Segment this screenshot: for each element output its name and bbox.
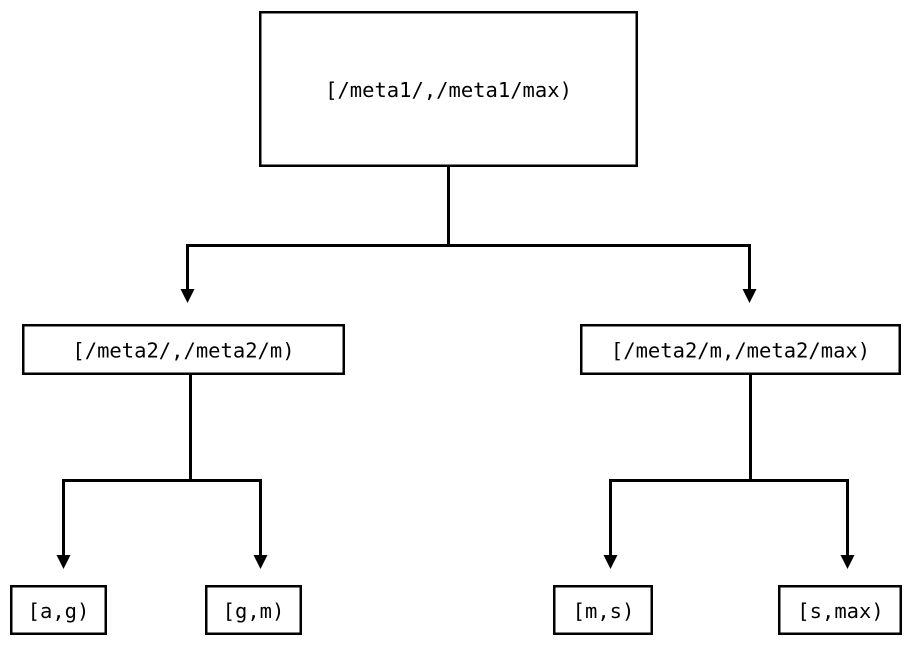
edge-line-lower-right	[190, 479, 262, 556]
edge-meta2-lower-to-leaf-g-m	[190, 479, 268, 569]
node-meta2-upper[interactable]: [/meta2/m,/meta2/max)	[579, 323, 901, 375]
node-meta2-upper-box[interactable]	[579, 323, 901, 375]
node-meta2-lower[interactable]: [/meta2/,/meta2/m)	[21, 323, 345, 375]
node-leaf-g-m-label: [g,m)	[223, 599, 285, 623]
node-leaf-g-m[interactable]: [g,m)	[205, 584, 303, 635]
node-root-label: [/meta1/,/meta1/max)	[325, 78, 572, 102]
edge-root-to-meta2-upper	[448, 244, 757, 303]
node-leaf-m-s-label: [m,s)	[573, 599, 635, 623]
node-leaf-a-g-box[interactable]	[10, 584, 108, 635]
edge-line-lower-left	[62, 375, 192, 556]
arrowhead-down-icon	[56, 555, 71, 569]
node-leaf-s-max-box[interactable]	[777, 584, 902, 635]
node-root[interactable]: [/meta1/,/meta1/max)	[258, 11, 638, 167]
node-leaf-a-g-label: [a,g)	[28, 599, 90, 623]
node-leaf-m-s-box[interactable]	[552, 584, 653, 635]
node-meta2-upper-label: [/meta2/m,/meta2/max)	[611, 339, 870, 363]
edge-line-upper-left	[609, 375, 752, 556]
edge-line-upper-right	[750, 479, 849, 556]
edge-meta2-lower-to-leaf-a-g	[56, 375, 192, 569]
edge-meta2-upper-to-leaf-s-max	[750, 479, 855, 569]
arrowhead-down-icon	[603, 555, 618, 569]
arrowhead-down-icon	[840, 555, 855, 569]
node-leaf-a-g[interactable]: [a,g)	[10, 584, 108, 635]
node-leaf-s-max[interactable]: [s,max)	[777, 584, 902, 635]
arrowhead-down-icon	[180, 289, 195, 303]
node-root-box[interactable]	[258, 11, 638, 167]
node-meta2-lower-label: [/meta2/,/meta2/m)	[72, 339, 294, 363]
node-leaf-s-max-label: [s,max)	[797, 599, 883, 623]
edge-line-root-left	[186, 167, 450, 290]
arrowhead-down-icon	[742, 289, 757, 303]
arrowhead-down-icon	[253, 555, 268, 569]
edge-root-to-meta2-lower	[180, 167, 450, 303]
node-leaf-m-s[interactable]: [m,s)	[552, 584, 653, 635]
node-leaf-g-m-box[interactable]	[205, 584, 303, 635]
node-meta2-lower-box[interactable]	[21, 323, 345, 375]
edge-line-root-right	[448, 244, 751, 290]
edge-meta2-upper-to-leaf-m-s	[603, 375, 752, 569]
